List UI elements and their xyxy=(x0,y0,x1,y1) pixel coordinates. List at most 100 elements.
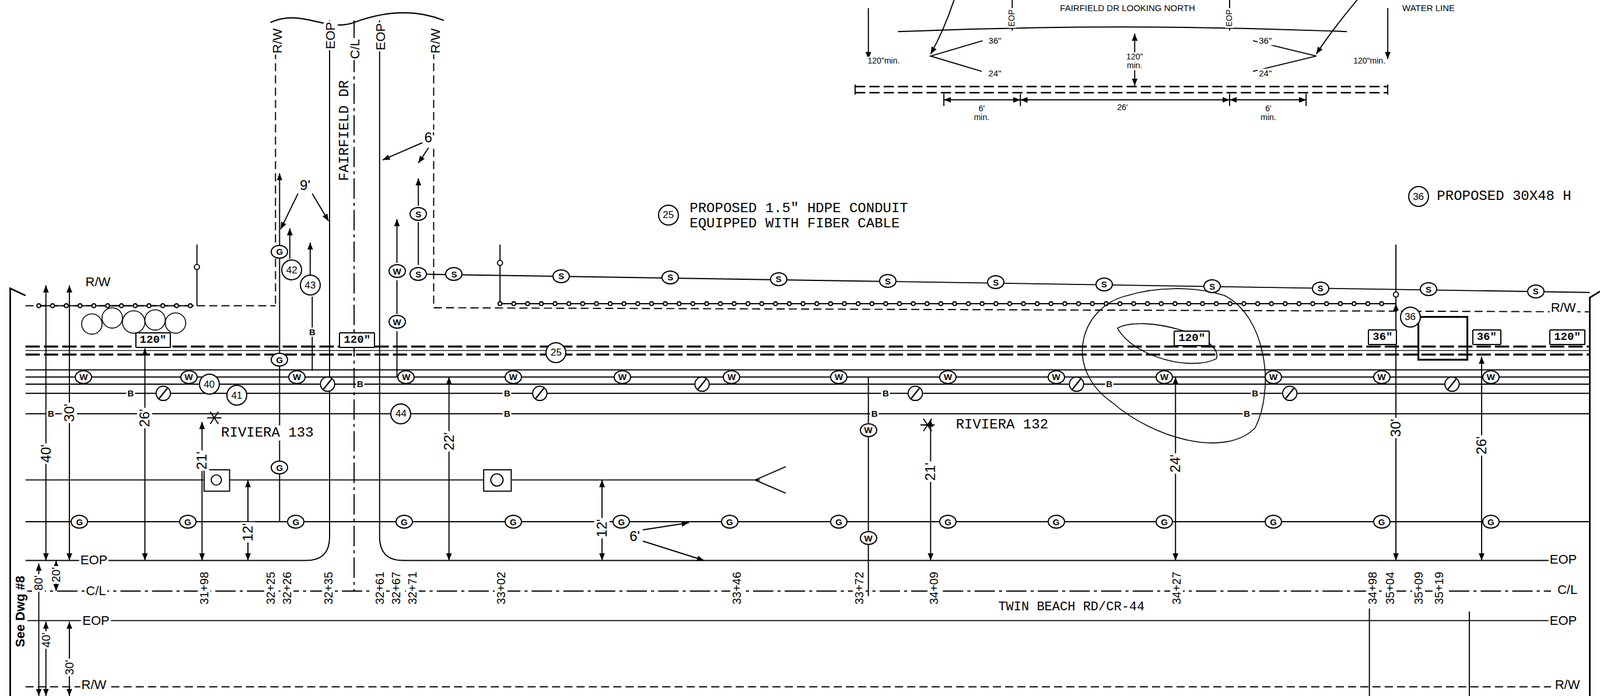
section-inset xyxy=(855,0,1388,107)
station-label: 32+67 xyxy=(389,571,403,607)
utility-symbol: W xyxy=(180,370,198,385)
symbol-letter: S xyxy=(884,277,891,286)
line-label: C/L xyxy=(1556,583,1579,598)
dimension: 22' xyxy=(441,431,457,452)
symbol-letter: W xyxy=(509,372,518,382)
symbol-letter: S xyxy=(775,274,782,284)
station-label: 33+46 xyxy=(730,571,744,607)
line-label: EOP xyxy=(79,553,109,568)
symbol-letter: W xyxy=(618,372,627,382)
symbol-letter: G xyxy=(275,355,283,365)
symbol-letter: S xyxy=(558,271,565,281)
utility-symbol: W xyxy=(613,370,632,385)
symbol-letter: W xyxy=(184,372,194,382)
station-label: 35+04 xyxy=(1383,571,1397,607)
line-label: EOP xyxy=(373,22,388,52)
dimension: 30' xyxy=(61,402,77,423)
dimension: 9' xyxy=(298,177,312,194)
callout-number: 36 xyxy=(1408,186,1430,208)
callout-number: 40 xyxy=(198,373,220,395)
pipe-size-tag: 36" xyxy=(1472,329,1502,346)
line-label: EOP xyxy=(323,20,338,51)
station-label: 35+19 xyxy=(1432,571,1446,607)
size-tag-text: 120" xyxy=(1553,331,1581,343)
symbol-letter: S xyxy=(450,270,457,279)
callout-number: 36 xyxy=(1412,191,1424,202)
dimension: 20' xyxy=(49,566,63,584)
station-label: 34+09 xyxy=(927,571,941,607)
symbol-letter: W xyxy=(1486,372,1496,382)
callout-number: 44 xyxy=(390,403,412,425)
line-tag: B xyxy=(881,389,891,399)
dimension: 26' xyxy=(1474,435,1490,456)
line-label: R/W xyxy=(1553,678,1582,693)
callout-number: 43 xyxy=(304,280,316,291)
dimension: 21' xyxy=(194,450,210,472)
utility-symbol: W xyxy=(1482,370,1500,385)
utility-symbol: G xyxy=(612,515,630,530)
dimension: 6' min. xyxy=(1259,104,1278,123)
callout-number: 42 xyxy=(281,259,303,281)
utility-symbol: G xyxy=(270,244,289,259)
utility-symbol: S xyxy=(409,267,427,282)
utility-symbol: G xyxy=(1155,515,1174,530)
station-label: 32+71 xyxy=(405,571,419,607)
station-label: 34+27 xyxy=(1170,571,1183,607)
size-tag-text: 120" xyxy=(1178,333,1206,345)
size-tag-text: 36" xyxy=(1476,331,1497,343)
dimension: 6' min. xyxy=(972,104,991,123)
utility-symbol: G xyxy=(830,515,848,530)
symbol-letter: G xyxy=(726,517,734,527)
symbol-letter: S xyxy=(667,272,674,282)
callout-number: 25 xyxy=(550,347,562,358)
edge-label: EOP xyxy=(1224,8,1234,29)
size-tag-text: 120" xyxy=(343,334,371,346)
utility-symbol: G xyxy=(720,515,739,530)
symbol-letter: G xyxy=(1487,517,1495,527)
symbol-letter: G xyxy=(618,517,626,527)
callout-number: 43 xyxy=(299,274,321,296)
symbol-letter: S xyxy=(415,270,422,279)
utility-symbol: G xyxy=(1047,515,1066,530)
dimension: 120"min. xyxy=(866,56,902,66)
symbol-letter: G xyxy=(1269,517,1277,527)
symbol-letter: G xyxy=(1378,517,1386,527)
utility-symbol: W xyxy=(288,370,306,385)
dimension: 80' xyxy=(32,574,45,593)
callout-number: 25 xyxy=(662,209,674,220)
note-text: PROPOSED 30X48 H xyxy=(1435,188,1573,205)
station-label: 32+61 xyxy=(373,571,387,607)
pipe-size-tag: 120" xyxy=(1173,330,1210,347)
pole-label: RIVIERA 133 xyxy=(219,425,315,441)
symbol-letter: W xyxy=(1160,372,1169,382)
line-label: C/L xyxy=(348,37,363,61)
callout-number: 36 xyxy=(1404,312,1416,322)
dimension: 24" xyxy=(987,68,1003,79)
symbol-letter: W xyxy=(1269,372,1278,382)
utility-symbol: W xyxy=(1047,370,1066,385)
pipe-size-tag: 120" xyxy=(338,332,376,349)
symbol-letter: G xyxy=(944,517,952,527)
size-tag-text: 36" xyxy=(1372,331,1393,343)
utility-symbol: W xyxy=(388,314,406,329)
callout-number: 25 xyxy=(657,204,679,226)
symbol-letter: W xyxy=(864,425,873,435)
utility-symbol: G xyxy=(1264,515,1283,530)
symbol-letter: S xyxy=(992,278,999,287)
line-tag: B xyxy=(1250,389,1260,399)
line-tag: B xyxy=(125,389,135,399)
utility-symbol: W xyxy=(74,370,93,385)
station-label: 34+98 xyxy=(1366,571,1379,607)
line-label: R/W xyxy=(84,275,112,290)
utility-symbol: W xyxy=(722,370,741,385)
road-name: TWIN BEACH RD/CR-44 xyxy=(996,600,1146,615)
symbol-letter: W xyxy=(292,372,301,382)
symbol-letter: G xyxy=(275,463,283,473)
size-tag-text: 120" xyxy=(139,334,167,346)
utility-symbol: W xyxy=(939,370,957,385)
symbol-letter: W xyxy=(834,372,843,382)
symbol-letter: S xyxy=(415,209,422,219)
symbol-letter: G xyxy=(292,517,300,527)
line-tag: B xyxy=(355,379,365,390)
